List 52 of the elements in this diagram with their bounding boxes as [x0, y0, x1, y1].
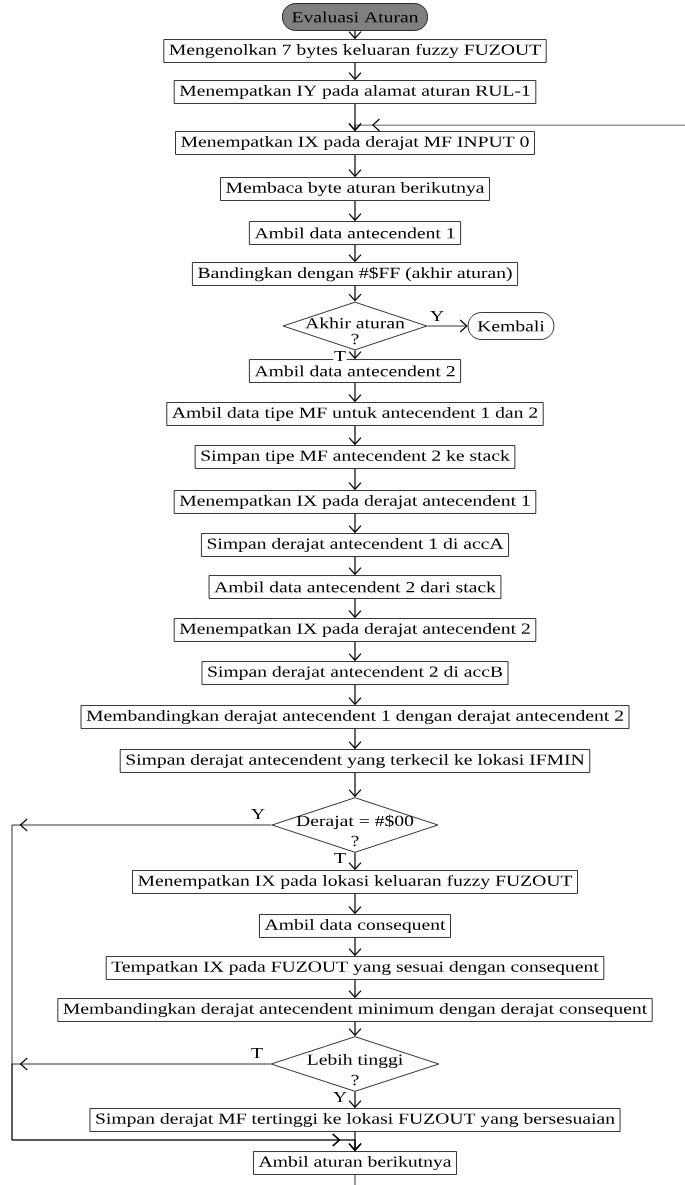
process-box: Ambil data tipe MF untuk antecendent 1 dan 2: [166, 402, 544, 426]
arrow: [348, 244, 362, 263]
process-box: Simpan tipe MF antecendent 2 ke stack: [194, 445, 516, 469]
arrow: [348, 979, 362, 999]
arrow: [348, 200, 362, 222]
edge-label: Y: [429, 310, 445, 322]
edge-label: T: [333, 350, 347, 362]
process-box: Mengenolkan 7 bytes keluaran fuzzy FUZOUT: [163, 39, 547, 63]
process-box: Bandingkan dengan #$FF (akhir aturan): [192, 262, 518, 286]
arrow: [348, 285, 362, 302]
arrow: [348, 641, 362, 662]
edge-label: T: [250, 1047, 264, 1059]
process-box: Ambil data antecendent 2 dari stack: [208, 575, 502, 599]
arrow: [348, 772, 362, 798]
arrow: [348, 684, 362, 706]
process-box: Simpan derajat antecendent yang terkecil ke lokasi IFMIN: [119, 749, 591, 773]
arrow: [427, 319, 468, 333]
process-box: Membandingkan derajat antecendent 1 dengan derajat antecendent 2: [80, 705, 630, 729]
arrow: [348, 382, 362, 403]
arrow: [348, 154, 362, 178]
process-box: Menempatkan IY pada alamat aturan RUL-1: [173, 80, 537, 104]
process-box: Menempatkan IX pada lokasi keluaran fuzzy FUZOUT: [132, 870, 578, 894]
arrow: [348, 468, 362, 491]
process-box: Simpan derajat MF tertinggi ke lokasi FUZOUT yang bersesuaian: [89, 1108, 621, 1132]
edge-label: Y: [250, 808, 266, 820]
process-box: Simpan derajat antecendent 2 di accB: [201, 661, 509, 685]
process-box: Membaca byte aturan berikutnya: [220, 177, 490, 201]
edge-label: T: [333, 852, 347, 864]
arrow: [348, 598, 362, 619]
process-box: Ambil data antecendent 1: [249, 221, 461, 245]
process-box: Ambil data consequent: [259, 914, 451, 938]
arrow: [348, 556, 362, 576]
arrow: [348, 852, 362, 871]
process-box: Membandingkan derajat antecendent minimum dengan derajat consequent: [57, 998, 653, 1022]
arrow: [348, 62, 362, 81]
arrow: [348, 1091, 362, 1109]
arrow: [348, 513, 362, 534]
arrow: [348, 1131, 362, 1152]
arrow: [348, 937, 362, 957]
process-box: Menempatkan IX pada derajat MF INPUT 0: [175, 131, 535, 155]
connector-line: [354, 1174, 356, 1185]
process-box: Simpan derajat antecendent 1 di accA: [201, 533, 509, 557]
arrow: [348, 118, 685, 132]
arrow: [348, 728, 362, 750]
process-box: Menempatkan IX pada derajat antecendent 1: [173, 490, 537, 514]
arrow: [348, 1021, 362, 1037]
arrow: [348, 425, 362, 446]
arrow: [348, 893, 362, 915]
process-box: Menempatkan IX pada derajat antecendent 2: [173, 618, 537, 642]
process-box: Ambil aturan berikutnya: [253, 1151, 457, 1175]
edge-label: Y: [332, 1091, 348, 1103]
process-box: Tempatkan IX pada FUZOUT yang sesuai dengan consequent: [105, 956, 605, 980]
